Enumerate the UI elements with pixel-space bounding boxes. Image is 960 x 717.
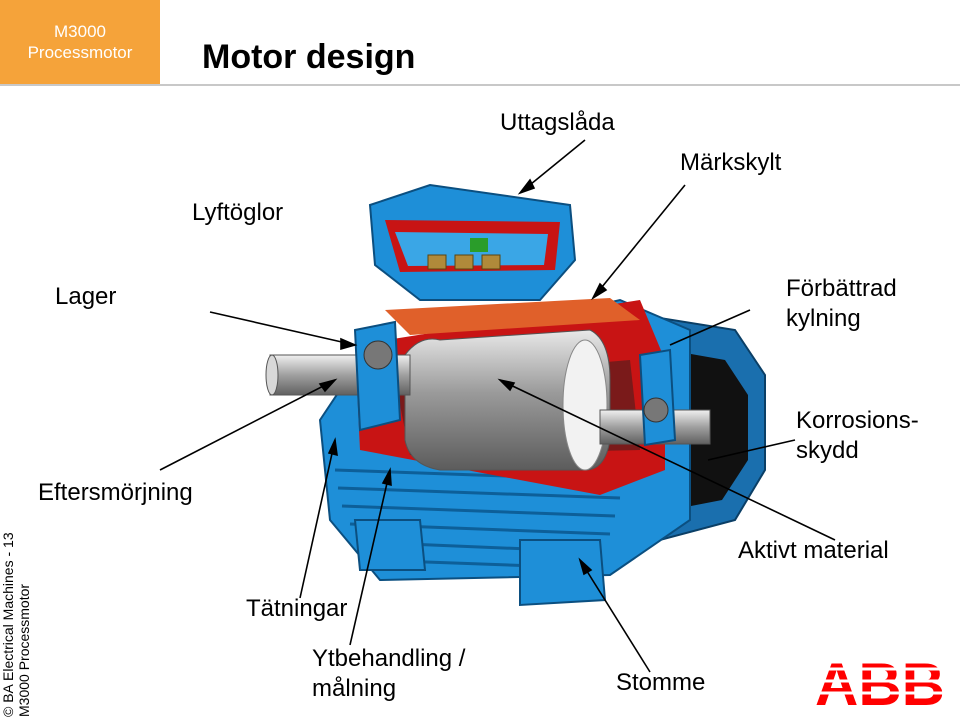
label-stomme: Stomme (616, 669, 706, 696)
callout-arrows (159, 139, 836, 673)
side-line-2: M3000 Processmotor (16, 583, 32, 717)
badge-line-1: M3000 (54, 22, 106, 41)
label-forbattrad-line1: Förbättrad (786, 275, 897, 302)
title-divider (0, 84, 960, 86)
abb-logo: ABB (815, 655, 947, 711)
label-eftersmorjning: Eftersmörjning (38, 479, 193, 506)
rear-bearing (643, 397, 669, 423)
winding-top (385, 298, 640, 335)
front-bearing (363, 340, 393, 370)
label-korrosion-line1: Korrosions- (796, 407, 919, 434)
rotor-end-ring (562, 339, 608, 471)
badge-line-2: Processmotor (27, 43, 133, 62)
label-aktivt-material: Aktivt material (738, 537, 889, 564)
label-markskylt: Märkskylt (680, 149, 782, 176)
label-ytbehandling: Ytbehandling / målning (312, 644, 465, 704)
label-korrosionsskydd: Korrosions- skydd (796, 406, 919, 466)
rear-foot (519, 539, 607, 607)
label-tatningar: Tätningar (246, 595, 348, 622)
page-title: Motor design (202, 38, 416, 76)
label-korrosion-line2: skydd (796, 437, 859, 464)
side-line-1: © BA Electrical Machines - 13 (0, 532, 16, 717)
label-forbattrad-line2: kylning (786, 305, 861, 332)
side-footer-text: © BA Electrical Machines - 13 M3000 Proc… (0, 517, 32, 717)
label-ytbehandling-line1: Ytbehandling / (312, 645, 466, 672)
label-uttagslada: Uttagslåda (500, 109, 615, 136)
terminal-green (470, 238, 488, 252)
terminals (427, 254, 501, 270)
label-ytbehandling-line2: målning (312, 675, 397, 702)
front-endshield (353, 320, 402, 432)
abb-logo-text: ABB (815, 655, 945, 711)
front-foot (353, 519, 427, 571)
label-lyftoglor: Lyftöglor (192, 199, 284, 226)
label-forbattrad-kylning: Förbättrad kylning (786, 274, 897, 334)
product-badge: M3000 Processmotor (0, 0, 160, 84)
rear-endshield (638, 348, 677, 447)
label-lager: Lager (55, 283, 117, 310)
